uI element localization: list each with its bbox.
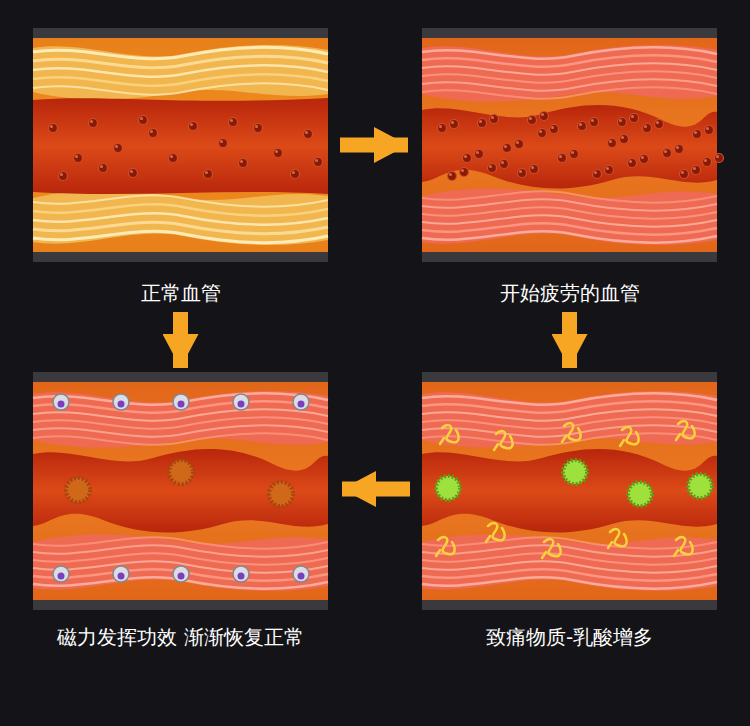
- vessel-stage: 开始疲劳的血管: [422, 28, 717, 312]
- vessel-lumen: [422, 449, 717, 533]
- pain-vessel-panel: [422, 372, 717, 610]
- stage-caption: 正常血管: [141, 280, 221, 306]
- tissue-ground: [33, 382, 328, 600]
- panel-frame: [422, 372, 717, 610]
- vessel-wall: [422, 534, 717, 591]
- stage-caption: 致痛物质-乳酸增多: [486, 624, 653, 650]
- lactic-particle: [688, 474, 712, 498]
- magnet-icon: [173, 394, 189, 410]
- vessel-stage: 磁力发挥功效 渐渐恢复正常: [33, 372, 328, 656]
- vessel-stage: 正常血管: [33, 28, 328, 312]
- vessel-wall: [422, 188, 717, 245]
- stage-caption: 开始疲劳的血管: [500, 280, 640, 306]
- vessel-lumen: [33, 449, 328, 533]
- caption-group: 开始疲劳的血管: [422, 280, 717, 306]
- particle: [169, 460, 193, 484]
- pain-symbol: [562, 423, 581, 442]
- magnet-icon: [53, 394, 69, 410]
- blood-cells: [49, 116, 323, 181]
- panel-frame: [33, 372, 328, 610]
- tissue-ground: [422, 38, 717, 252]
- vessel-wall: [33, 45, 328, 100]
- particle: [66, 478, 90, 502]
- flow-arrow: [342, 482, 410, 497]
- pain-symbol: [620, 427, 639, 446]
- blood-cells: [450, 112, 724, 177]
- magnet-icon: [53, 566, 69, 582]
- vessel-wall: [422, 45, 717, 102]
- magnet-icon: [293, 394, 309, 410]
- flow-arrow: [562, 312, 577, 368]
- normal-vessel-panel: [33, 28, 328, 262]
- magnet-icon: [113, 566, 129, 582]
- panel-frame: [33, 28, 328, 262]
- pain-symbol: [674, 537, 693, 556]
- pain-symbol: [542, 539, 561, 558]
- pain-symbol: [486, 523, 505, 542]
- vessel-stage: 致痛物质-乳酸增多: [422, 372, 717, 656]
- panel-frame: [422, 28, 717, 262]
- pain-symbol: [494, 431, 513, 450]
- magnet-icon: [293, 566, 309, 582]
- stage-caption: 磁力发挥功效 渐渐恢复正常: [57, 624, 303, 650]
- flow-arrow: [340, 138, 408, 153]
- vessel-wall: [422, 391, 717, 448]
- pain-symbol: [608, 529, 627, 548]
- lactic-particle: [436, 476, 460, 500]
- magnet-icon: [173, 566, 189, 582]
- blood-cells: [438, 116, 712, 181]
- vessel-lumen: [33, 98, 328, 194]
- flow-arrow: [173, 312, 188, 368]
- particle: [269, 482, 293, 506]
- magnet-icon: [233, 394, 249, 410]
- pain-symbol: [676, 421, 695, 440]
- caption-group: 致痛物质-乳酸增多: [422, 624, 717, 650]
- vessel-wall: [33, 391, 328, 448]
- recovering-vessel-panel: [33, 372, 328, 610]
- vessel-wall: [33, 534, 328, 591]
- caption-group: 磁力发挥功效 渐渐恢复正常: [33, 624, 328, 650]
- tissue-ground: [422, 382, 717, 600]
- caption-group: 正常血管: [33, 280, 328, 306]
- magnet-icon: [113, 394, 129, 410]
- lactic-particle: [628, 482, 652, 506]
- magnet-icon: [233, 566, 249, 582]
- tissue-ground: [33, 38, 328, 252]
- fatigued-vessel-panel: [422, 28, 724, 262]
- pain-symbol: [436, 537, 455, 556]
- pain-symbol: [440, 425, 459, 444]
- vessel-wall: [33, 190, 328, 245]
- lactic-particle: [563, 460, 587, 484]
